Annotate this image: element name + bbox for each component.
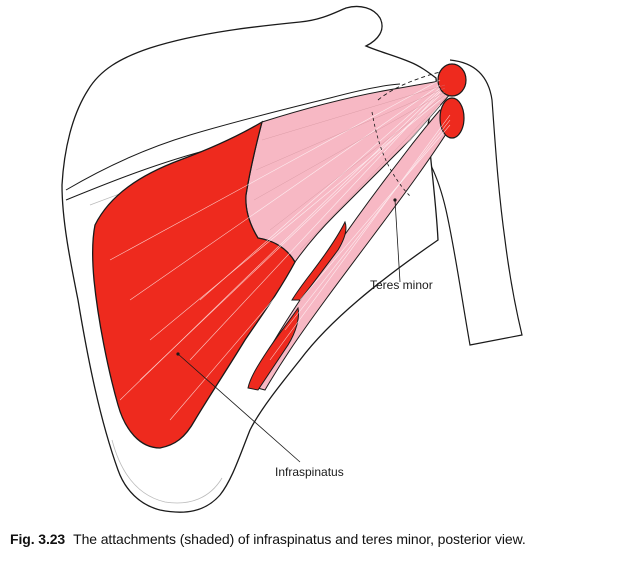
teres-minor-leader xyxy=(394,199,401,283)
teres-minor-muscle xyxy=(249,109,456,391)
scapula-diagram xyxy=(61,5,523,513)
infraspinatus-leader xyxy=(177,353,301,463)
figure-caption: Fig. 3.23 The attachments (shaded) of inf… xyxy=(10,531,638,547)
caption-text: The attachments (shaded) of infraspinatu… xyxy=(73,531,526,547)
muscle-fibres xyxy=(109,79,451,421)
teres-minor-pointer xyxy=(393,198,397,202)
teres-minor-label: Teres minor xyxy=(370,278,433,292)
infraspinatus-pointer xyxy=(176,352,180,356)
infraspinatus-attachment xyxy=(91,120,296,449)
infraspinatus-insertion xyxy=(437,63,467,97)
teres-minor-attachment-upper xyxy=(291,220,347,301)
figure-number: Fig. 3.23 xyxy=(10,531,66,547)
teres-minor-insertion xyxy=(439,97,465,139)
hidden-muscle-outline xyxy=(377,71,441,101)
muscle-fibres-dark xyxy=(253,84,446,251)
hidden-bone-outline xyxy=(371,111,411,197)
infraspinatus-label: Infraspinatus xyxy=(275,465,344,479)
